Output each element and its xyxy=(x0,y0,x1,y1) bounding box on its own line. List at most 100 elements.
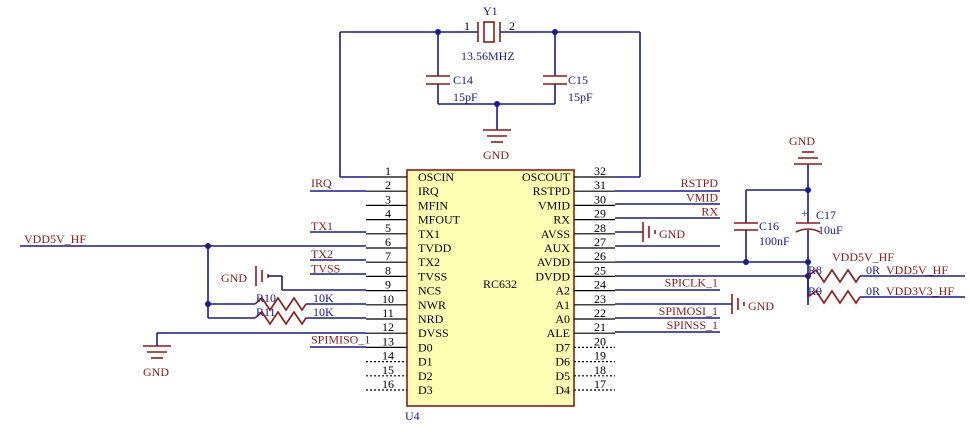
c17-value: 10uF xyxy=(818,223,843,237)
pin-number: 32 xyxy=(594,164,606,178)
capacitor-c15: C15 15pF xyxy=(543,32,593,104)
r11-value: 10K xyxy=(313,305,334,319)
crystal-value: 13.56MHZ xyxy=(461,49,515,63)
crystal-y1: Y1 1 2 13.56MHZ xyxy=(340,4,640,63)
pin-name: RSTPD xyxy=(533,184,571,198)
chip-pin-17: 17 D4 xyxy=(555,377,615,397)
pin-name: TX1 xyxy=(418,227,440,241)
chip-pin-2: 2 IRQ IRQ xyxy=(311,176,439,198)
pin-number: 17 xyxy=(594,377,606,391)
pin-name: D7 xyxy=(555,340,570,354)
r9-ref: R9 xyxy=(808,284,822,298)
pin-name: A0 xyxy=(555,312,570,326)
c17-polarity: + xyxy=(801,206,808,220)
chip-body-u4 xyxy=(406,169,575,407)
pin-number: 5 xyxy=(385,221,391,235)
resistor-r9: R9 0R xyxy=(807,284,880,305)
pin-name: RX xyxy=(553,213,570,227)
chip-pin-27: 27 AUX xyxy=(544,235,615,255)
pin-number: 22 xyxy=(594,306,606,320)
crystal-pin1: 1 xyxy=(464,19,470,33)
gnd-label-avss: GND xyxy=(659,227,685,241)
gnd-label-c17: GND xyxy=(789,134,815,148)
pin-name: MFOUT xyxy=(418,213,461,227)
c15-value: 15pF xyxy=(568,90,593,104)
net-label-vdd5v-right: VDD5V_HF xyxy=(832,250,894,264)
c16-value: 100nF xyxy=(759,234,790,248)
pin-number: 19 xyxy=(594,349,606,363)
pin-name: D2 xyxy=(418,369,433,383)
pin-number: 3 xyxy=(385,192,391,206)
net-label: IRQ xyxy=(311,176,332,190)
gnd-label-a1: GND xyxy=(748,299,774,313)
net-label: VMID xyxy=(686,190,718,204)
pin-name: NWR xyxy=(418,298,446,312)
pin-number: 18 xyxy=(594,363,606,377)
pin-name: IRQ xyxy=(418,184,439,198)
r8-ref: R8 xyxy=(808,263,822,277)
pin-number: 27 xyxy=(594,235,606,249)
pin-number: 24 xyxy=(594,278,606,292)
pin-number: 2 xyxy=(385,178,391,192)
capacitor-c17: + C17 10uF xyxy=(795,164,843,305)
capacitor-c16: C16 100nF xyxy=(734,190,790,262)
crystal-pin2: 2 xyxy=(509,19,515,33)
ground-symbol-avss: GND xyxy=(615,222,685,242)
net-label: SPIMISO_1 xyxy=(311,332,370,346)
pin-name: AVDD xyxy=(537,255,570,269)
pin-name: OSCIN xyxy=(418,170,454,184)
pin-name: A1 xyxy=(555,298,570,312)
chip-name: RC632 xyxy=(483,277,517,291)
c16-ref: C16 xyxy=(759,219,779,233)
chip-pin-18: 18 D5 xyxy=(555,363,615,383)
pin-name: VMID xyxy=(538,198,570,212)
pin-name: AUX xyxy=(544,241,570,255)
pin-number: 29 xyxy=(594,207,606,221)
pin-number: 4 xyxy=(385,207,391,221)
pin-number: 13 xyxy=(382,334,394,348)
ground-symbol-ncs: GND xyxy=(221,266,366,291)
pin-name: TX2 xyxy=(418,255,440,269)
crystal-ref: Y1 xyxy=(483,4,498,18)
r9-value: 0R xyxy=(866,284,880,298)
pin-number: 28 xyxy=(594,221,606,235)
pin-number: 12 xyxy=(382,320,394,334)
chip-ref: U4 xyxy=(405,409,420,423)
pin-number: 1 xyxy=(385,164,391,178)
ground-symbol-c17: GND xyxy=(789,134,822,165)
net-label: TX1 xyxy=(311,219,333,233)
resistor-r8: R8 0R xyxy=(807,263,880,284)
pin-number: 6 xyxy=(385,235,391,249)
capacitor-c14: C14 15pF xyxy=(426,32,478,104)
pin-number: 21 xyxy=(594,320,606,334)
c15-ref: C15 xyxy=(568,73,588,87)
pin-name: D4 xyxy=(555,383,570,397)
pin-name: DVDD xyxy=(535,269,570,283)
pin-number: 11 xyxy=(382,306,394,320)
r10-ref: R10 xyxy=(256,291,276,305)
ground-symbol-a1: GND xyxy=(615,294,774,314)
pin-name: D5 xyxy=(555,369,570,383)
pin-number: 25 xyxy=(594,263,606,277)
net-label: RX xyxy=(701,205,718,219)
net-label-vdd3v3: VDD3V3_HF xyxy=(886,284,954,298)
net-label: SPINSS_1 xyxy=(667,318,718,332)
pin-name: A2 xyxy=(555,284,570,298)
